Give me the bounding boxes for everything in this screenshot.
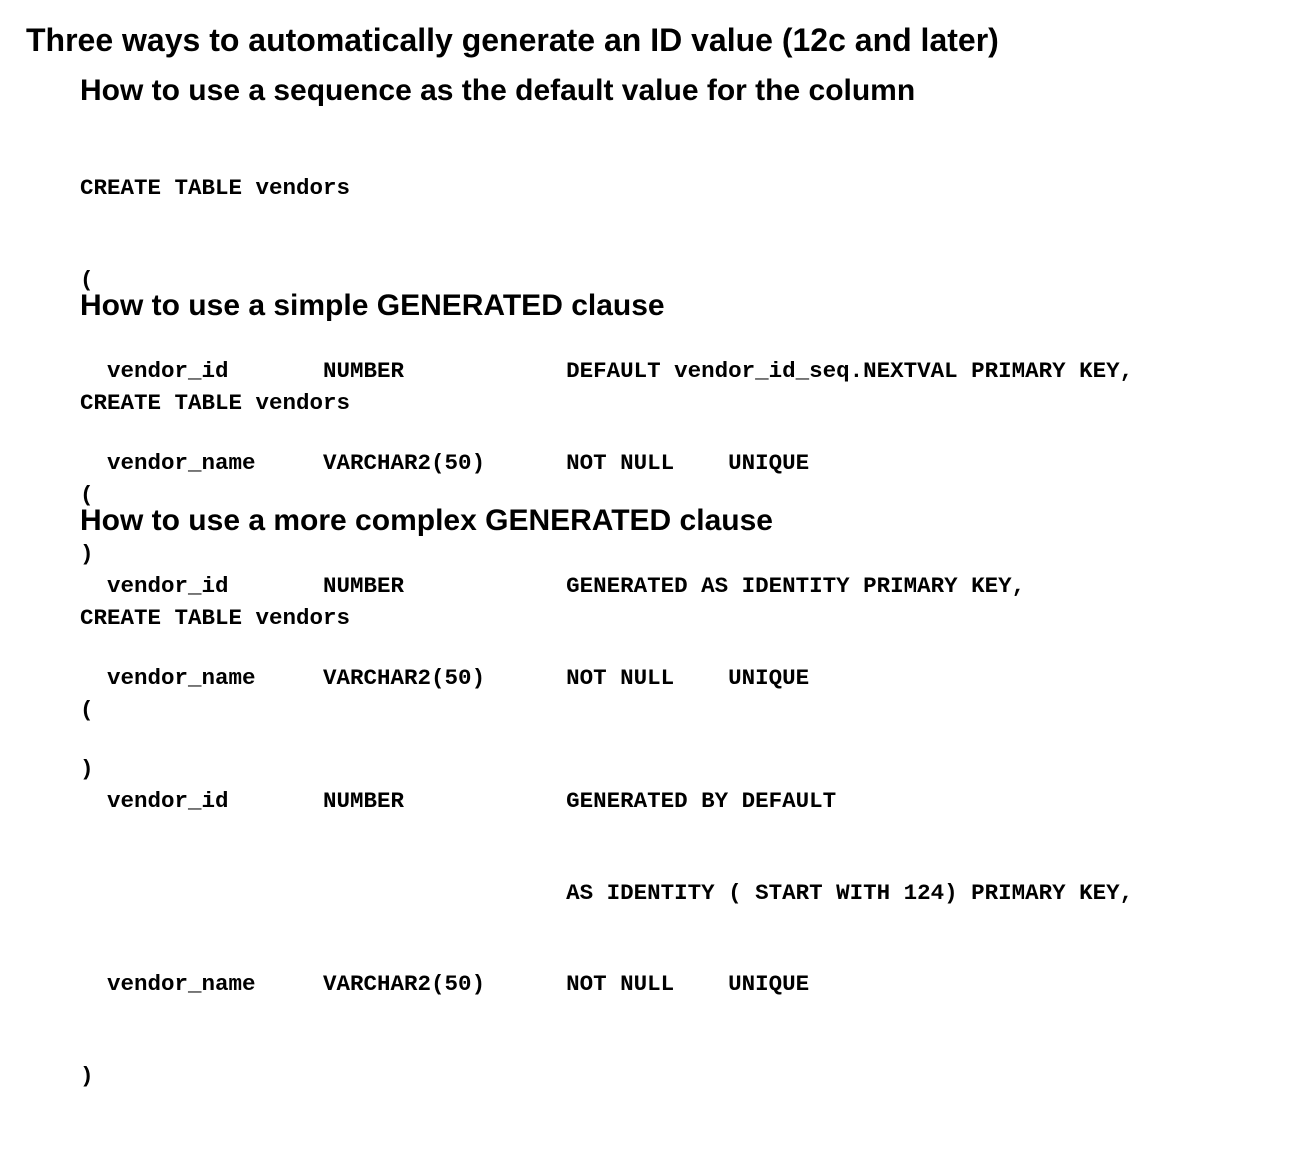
code-line: vendor_id NUMBER DEFAULT vendor_id_seq.N… — [80, 358, 1134, 384]
code-line: vendor_name VARCHAR2(50) NOT NULL UNIQUE — [80, 664, 810, 691]
code-line: vendor_id NUMBER GENERATED BY DEFAULT — [80, 788, 837, 814]
code-line: ) — [80, 1062, 94, 1089]
code-block: CREATE TABLE vendors ( vendor_id NUMBER … — [80, 542, 1133, 1152]
code-line: vendor_name VARCHAR2(50) NOT NULL UNIQUE — [80, 971, 810, 997]
section-simple-generated: How to use a simple GENERATED clause CRE… — [80, 288, 1025, 846]
code-line: CREATE TABLE vendors — [80, 390, 351, 416]
slide-title: Three ways to automatically generate an … — [26, 22, 999, 58]
code-line: ( — [80, 481, 94, 508]
section-heading: How to use a more complex GENERATED clau… — [80, 504, 773, 537]
section-complex-generated: How to use a more complex GENERATED clau… — [80, 503, 1133, 1152]
code-block: CREATE TABLE vendors ( vendor_id NUMBER … — [80, 327, 1025, 846]
code-line: AS IDENTITY ( START WITH 124) PRIMARY KE… — [80, 879, 1134, 906]
code-line: ) — [80, 541, 94, 567]
code-line: CREATE TABLE vendors — [80, 605, 351, 631]
code-line: CREATE TABLE vendors — [80, 175, 351, 201]
code-line: ( — [80, 696, 94, 723]
code-line: vendor_id NUMBER GENERATED AS IDENTITY P… — [80, 573, 1026, 599]
code-block: CREATE TABLE vendors ( vendor_id NUMBER … — [80, 112, 1133, 631]
code-line: vendor_name VARCHAR2(50) NOT NULL UNIQUE — [80, 449, 810, 476]
section-sequence-default: How to use a sequence as the default val… — [80, 73, 1133, 631]
section-heading: How to use a simple GENERATED clause — [80, 289, 665, 322]
code-line: ( — [80, 266, 94, 293]
section-heading: How to use a sequence as the default val… — [80, 74, 916, 107]
